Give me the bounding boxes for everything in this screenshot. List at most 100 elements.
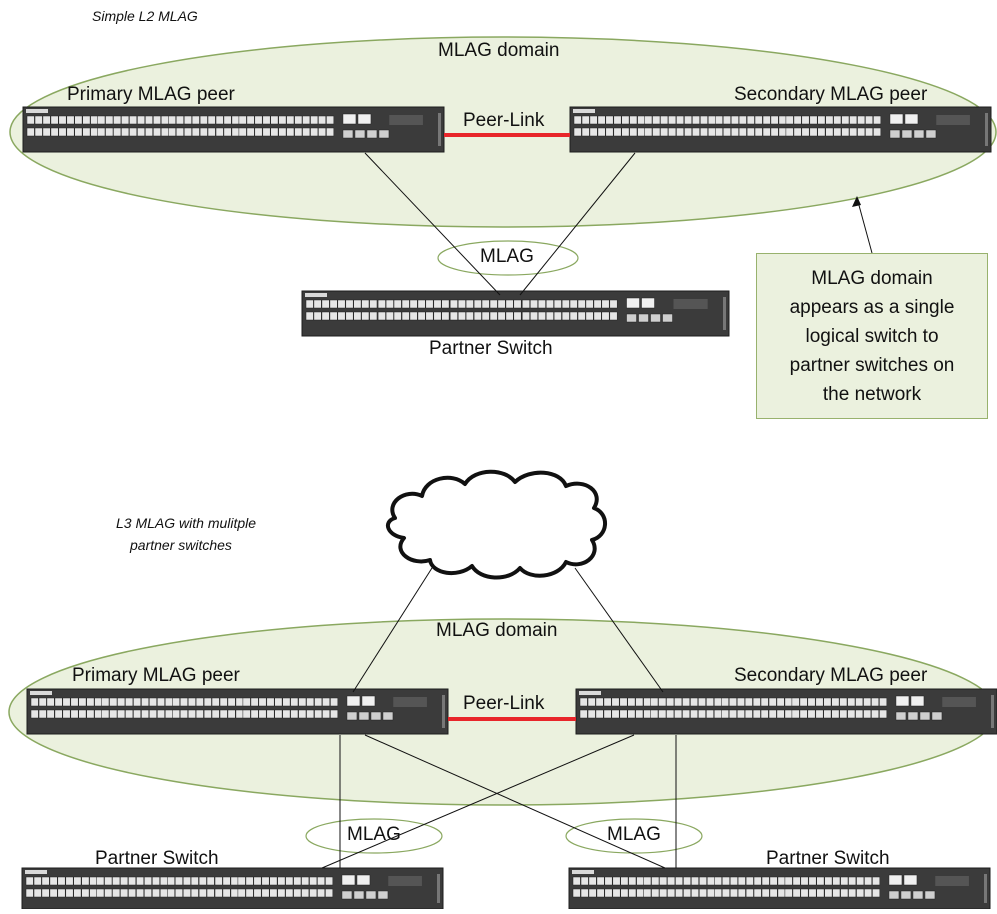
ethernet-port: [246, 115, 255, 125]
ethernet-port: [629, 127, 638, 137]
ethernet-port: [603, 697, 612, 707]
ethernet-port: [612, 888, 621, 898]
ethernet-port: [211, 697, 220, 707]
ethernet-port: [856, 876, 865, 886]
bottom-secondary-label: Secondary MLAG peer: [734, 665, 928, 686]
ethernet-port: [238, 127, 247, 137]
ethernet-port: [857, 115, 866, 125]
ethernet-port: [81, 888, 90, 898]
ethernet-port: [254, 127, 263, 137]
ethernet-port: [714, 888, 722, 898]
ethernet-port: [658, 709, 667, 719]
ethernet-port: [86, 709, 95, 719]
bottom-left-partner-switch-icon: [21, 867, 444, 910]
ethernet-port: [306, 697, 315, 707]
ethernet-port: [230, 888, 239, 898]
ethernet-port: [230, 876, 239, 886]
ethernet-port: [569, 311, 578, 321]
ethernet-port: [738, 127, 747, 137]
ethernet-port: [237, 876, 246, 886]
bottom-primary-label: Primary MLAG peer: [72, 665, 240, 686]
sfp-port: [901, 129, 913, 139]
uplink-port: [910, 695, 925, 707]
ethernet-port: [187, 709, 196, 719]
ethernet-port: [871, 709, 880, 719]
ethernet-port: [325, 876, 334, 886]
status-panel: [935, 876, 969, 886]
sfp-port: [346, 711, 358, 721]
ethernet-port: [215, 127, 224, 137]
ethernet-port: [628, 876, 637, 886]
ethernet-port: [25, 888, 34, 898]
ethernet-port: [760, 709, 769, 719]
ethernet-port: [545, 311, 554, 321]
ethernet-port: [82, 127, 91, 137]
ethernet-port: [266, 709, 275, 719]
ethernet-port: [211, 709, 220, 719]
ethernet-port: [768, 709, 777, 719]
ethernet-port: [278, 115, 287, 125]
sfp-port: [895, 711, 907, 721]
ethernet-port: [825, 115, 834, 125]
ethernet-port: [314, 697, 323, 707]
bottom-primary-switch-icon: [26, 688, 449, 735]
ethernet-port: [105, 115, 114, 125]
ethernet-port: [473, 299, 482, 309]
ethernet-port: [700, 127, 708, 137]
ethernet-port: [245, 876, 254, 886]
ethernet-port: [776, 709, 785, 719]
ethernet-port: [824, 876, 833, 886]
ethernet-port: [313, 299, 322, 309]
ethernet-port: [792, 888, 801, 898]
ethernet-port: [62, 709, 71, 719]
callout-line: partner switches on: [789, 354, 955, 376]
uplink-port: [888, 874, 903, 886]
switch-bezel: [985, 113, 988, 146]
sfp-port: [907, 711, 919, 721]
ethernet-port: [137, 115, 146, 125]
ethernet-port: [66, 127, 75, 137]
ethernet-port: [269, 888, 278, 898]
ethernet-port: [33, 888, 42, 898]
ethernet-port: [203, 709, 212, 719]
ethernet-port: [179, 697, 188, 707]
ethernet-port: [294, 127, 303, 137]
ethernet-port: [754, 127, 763, 137]
ethernet-port: [78, 709, 87, 719]
ethernet-port: [864, 888, 873, 898]
ethernet-port: [90, 127, 99, 137]
ethernet-port: [588, 888, 597, 898]
ethernet-port: [282, 697, 291, 707]
ethernet-port: [785, 115, 794, 125]
ethernet-port: [113, 127, 122, 137]
ethernet-port: [149, 697, 157, 707]
ethernet-port: [369, 299, 378, 309]
ethernet-port: [353, 311, 362, 321]
ethernet-port: [326, 127, 335, 137]
ethernet-port: [833, 115, 842, 125]
ethernet-port: [683, 876, 692, 886]
ethernet-port: [227, 697, 236, 707]
ethernet-port: [174, 876, 183, 886]
ethernet-port: [746, 115, 755, 125]
ethernet-port: [223, 115, 232, 125]
ethernet-port: [187, 697, 196, 707]
ethernet-port: [760, 697, 769, 707]
ethernet-port: [246, 127, 255, 137]
ethernet-port: [666, 697, 675, 707]
ethernet-port: [117, 709, 126, 719]
ethernet-port: [46, 697, 55, 707]
secondary-cloud-uplink: [574, 567, 664, 693]
ethernet-port: [74, 127, 83, 137]
ethernet-port: [839, 709, 848, 719]
ethernet-port: [160, 127, 169, 137]
ethernet-port: [199, 127, 208, 137]
ethernet-port: [301, 876, 310, 886]
status-panel: [942, 697, 976, 707]
ethernet-port: [314, 709, 323, 719]
ethernet-port: [58, 127, 67, 137]
sfp-port: [919, 711, 931, 721]
ethernet-port: [191, 115, 200, 125]
ethernet-port: [684, 115, 693, 125]
ethernet-port: [258, 709, 267, 719]
